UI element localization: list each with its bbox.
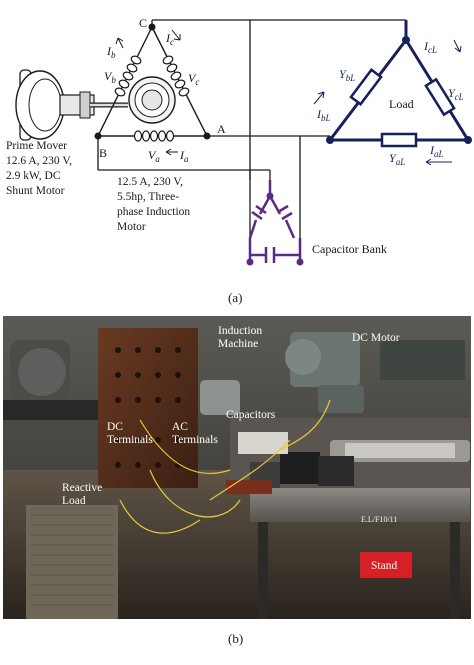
node-c-label: C bbox=[139, 16, 147, 30]
label-bench-tag: E.L/F10/11 bbox=[361, 515, 397, 524]
node-b-label: B bbox=[99, 146, 107, 160]
current-ib-label: Ib bbox=[106, 44, 116, 60]
label-dc-motor: DC Motor bbox=[352, 332, 400, 344]
admittance-ybl-label: YbL bbox=[339, 67, 355, 83]
capacitor-bank-label: Capacitor Bank bbox=[312, 242, 387, 256]
label-ac-terminals: AC Terminals bbox=[172, 421, 218, 446]
node-a-label: A bbox=[217, 122, 226, 136]
panel-b-caption: (b) bbox=[228, 631, 243, 646]
capacitor-nodes bbox=[246, 192, 304, 266]
capacitor-bank bbox=[248, 170, 302, 263]
load-label: Load bbox=[389, 97, 414, 111]
circuit-diagram: Prime Mover 12.6 A, 230 V, 2.9 kW, DC Sh… bbox=[6, 16, 472, 305]
voltage-vb-label: Vb bbox=[104, 69, 116, 85]
prime-mover-label: Prime Mover 12.6 A, 230 V, 2.9 kW, DC Sh… bbox=[6, 140, 75, 197]
label-induction-machine: Induction Machine bbox=[218, 325, 265, 350]
admittance-yal-label: YaL bbox=[389, 151, 405, 167]
prime-mover-drawing bbox=[15, 69, 128, 141]
label-reactive-load: Reactive Load bbox=[62, 482, 105, 507]
motor-rotor bbox=[128, 76, 176, 124]
label-dc-terminals: DC Terminals bbox=[107, 421, 153, 446]
admittance-ycl-label: YcL bbox=[448, 86, 464, 102]
load-admittances bbox=[349, 68, 456, 148]
label-stand: Stand bbox=[371, 560, 397, 572]
current-icl-label: IcL bbox=[423, 39, 437, 55]
motor-current-arrows bbox=[115, 29, 181, 156]
feeder-wiring bbox=[97, 19, 406, 245]
current-ic-label: Ic bbox=[165, 31, 174, 47]
label-capacitors: Capacitors bbox=[226, 409, 276, 421]
winding-coils bbox=[114, 55, 190, 142]
current-ia-label: Ia bbox=[179, 148, 189, 164]
current-ibl-label: IbL bbox=[316, 107, 331, 123]
voltage-va-label: Va bbox=[148, 148, 160, 164]
voltage-vc-label: Vc bbox=[188, 71, 199, 87]
current-ial-label: IaL bbox=[429, 143, 444, 159]
load-nodes bbox=[326, 36, 472, 144]
panel-a-caption: (a) bbox=[228, 290, 242, 305]
lab-photograph: Induction Machine DC Motor Capacitors DC… bbox=[3, 316, 471, 646]
load-current-arrows bbox=[313, 39, 462, 166]
induction-motor-label: 12.5 A, 230 V, 5.5hp, Three- phase Induc… bbox=[117, 176, 193, 233]
stand-badge bbox=[360, 552, 412, 578]
